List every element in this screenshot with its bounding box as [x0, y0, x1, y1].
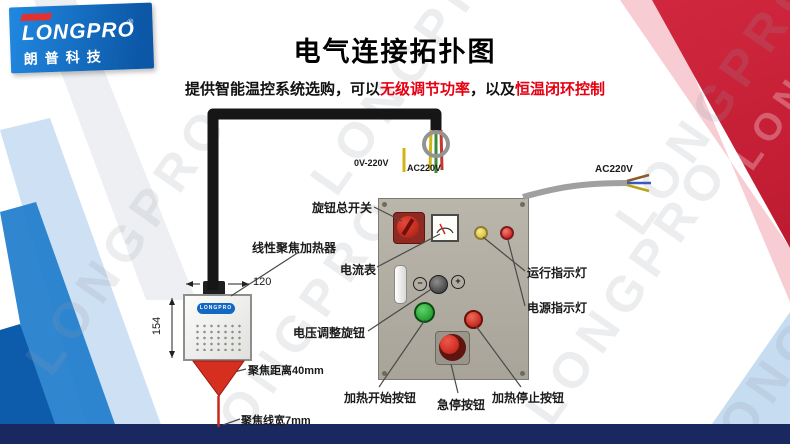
label-estop: 急停按钮: [437, 398, 486, 412]
heater-brand-badge: LONGPRO: [197, 303, 235, 314]
label-heater: 线性聚焦加热器: [252, 241, 337, 255]
heater-vent-holes: [194, 323, 244, 351]
page-subtitle: 提供智能温控系统选购，可以无级调节功率，以及恒温闭环控制: [0, 78, 790, 99]
dimension-height: [169, 298, 175, 358]
focus-cone: [192, 360, 245, 397]
supply-cable: [522, 180, 628, 200]
subtitle-part-highlight: 无级调节功率: [379, 81, 470, 98]
ct-ring-icon: [422, 130, 450, 158]
label-heat-stop: 加热停止按钮: [492, 391, 565, 405]
label-focus-width: 聚焦线宽7mm: [241, 415, 311, 427]
logo-chinese-name: 朗普科技: [23, 48, 108, 68]
estop-mushroom-cap: [440, 335, 459, 354]
main-rotary-switch: [393, 212, 425, 244]
emergency-stop-button: [435, 331, 470, 365]
heat-stop-button: [464, 310, 483, 329]
label-ammeter: 电流表: [340, 263, 377, 277]
linear-focus-heater: LONGPRO: [183, 294, 252, 361]
voltage-adjust-knob: [429, 275, 448, 294]
subtitle-part-highlight: 恒温闭环控制: [515, 81, 606, 98]
screw-icon: [520, 371, 525, 376]
fuse-holder: [394, 265, 407, 304]
wire-brown: [626, 173, 650, 183]
label-dimension-height: 154: [151, 316, 164, 336]
label-run-light: 运行指示灯: [527, 266, 588, 280]
brand-logo: LONGPRO ® 朗普科技: [8, 2, 155, 74]
logo-registered-mark: ®: [127, 17, 134, 27]
ammeter-dial-icon: [436, 223, 454, 235]
label-wire-0v-220v: 0V-220V: [354, 158, 389, 168]
screw-icon: [382, 202, 387, 207]
heat-start-button: [414, 302, 435, 323]
label-wire-ac220v-top: AC220V: [407, 163, 442, 173]
screw-icon: [382, 371, 387, 376]
minus-symbol: −: [413, 277, 427, 291]
plus-symbol: +: [451, 275, 465, 289]
power-indicator-light: [500, 226, 514, 240]
label-voltage-knob: 电压调整旋钮: [293, 326, 366, 340]
screw-icon: [520, 202, 525, 207]
label-heat-start: 加热开始按钮: [344, 391, 417, 405]
logo-brand-text: LONGPRO: [21, 18, 136, 46]
label-knob-switch: 旋钮总开关: [312, 201, 373, 215]
logo-flag-accent: [19, 12, 53, 22]
label-dimension-width: 120: [253, 276, 272, 288]
wire-yellow: [626, 183, 650, 193]
subtitle-part: 提供智能温控系统选购，可以: [184, 81, 380, 98]
bottom-bar: [0, 424, 790, 444]
label-power-light: 电源指示灯: [527, 301, 588, 315]
label-focus-distance: 聚焦距离40mm: [248, 365, 324, 377]
wire-red: [439, 129, 444, 171]
ammeter-gauge: [431, 214, 459, 242]
label-wire-ac220v-right: AC220V: [595, 164, 633, 175]
subtitle-part: ，以及: [470, 81, 516, 98]
page-title: 电气连接拓扑图: [293, 37, 497, 67]
control-panel: − +: [378, 198, 529, 380]
run-indicator-light: [474, 226, 488, 240]
